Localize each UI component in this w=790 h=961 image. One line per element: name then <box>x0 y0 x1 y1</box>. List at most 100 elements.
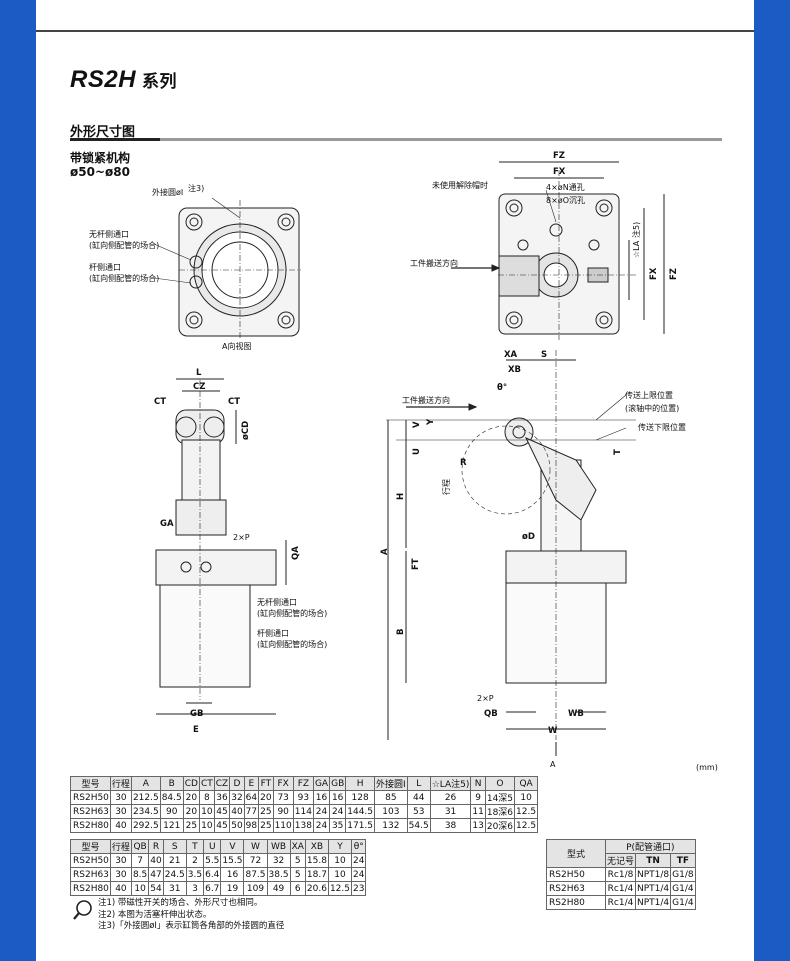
label-work-dir-2: 工件搬送方向 <box>402 395 450 405</box>
col-header: GB <box>329 776 347 791</box>
model-cell: RS2H63 <box>70 867 111 882</box>
table-cell: 36 <box>213 790 231 805</box>
side-view-drawing <box>386 350 636 756</box>
dim-s: S <box>541 350 547 360</box>
table-cell: G1/4 <box>670 895 696 910</box>
note-3: 注3)「外接圆øI」表示缸筒各角部的外接圆的直径 <box>98 921 285 931</box>
col-header: V <box>220 839 245 854</box>
table-cell: 109 <box>243 881 268 896</box>
table-cell: 44 <box>406 790 431 805</box>
dim-gb: GB <box>190 709 203 719</box>
table-cell: 31 <box>429 804 472 819</box>
dim-d: øD <box>522 532 535 542</box>
bore-range: ø50~ø80 <box>70 165 130 179</box>
table-cell: 19 <box>220 881 245 896</box>
label-upper-limit-sub: (滚轴中的位置) <box>625 403 679 413</box>
table-cell: 25 <box>258 818 274 833</box>
spec-table-1: 型号 行程 A B CD CT CZ D E FT FX FZ GA GB H … <box>70 776 539 833</box>
section-rule <box>70 138 722 141</box>
model-cell: RS2H80 <box>70 881 111 896</box>
dimension-drawing: 外接圆øI 注3) 无杆侧通口 (缸向侧配管的场合) 杆侧通口 (缸向侧配管的场… <box>89 151 686 769</box>
table-cell: 35 <box>329 818 347 833</box>
table-cell: 5 <box>289 867 306 882</box>
table-cell: 15.5 <box>220 853 245 868</box>
table-header-row: 型式 P(配管通口) <box>546 839 696 868</box>
table-cell: G1/8 <box>670 867 696 882</box>
col-header: CZ <box>213 776 231 791</box>
col-header: FT <box>258 776 274 791</box>
dim-cd: øCD <box>241 421 251 440</box>
table-cell: 40 <box>109 818 132 833</box>
table-cell: 54.5 <box>406 818 431 833</box>
top-rule <box>36 30 754 32</box>
table-cell: 3 <box>185 881 205 896</box>
table-cell: 114 <box>292 804 314 819</box>
table-cell: 12.5 <box>514 804 539 819</box>
col-header: QA <box>514 776 539 791</box>
table-cell: Rc1/8 <box>604 867 637 882</box>
label-outer-circle: 外接圆øI <box>152 187 183 197</box>
table-cell: 50 <box>229 818 245 833</box>
table-cell: 24 <box>350 853 367 868</box>
dim-ga: GA <box>160 519 174 529</box>
label-rod-port-sub-2: (缸向侧配管的场合) <box>257 639 327 649</box>
dim-l: L <box>196 368 202 378</box>
table-cell: 6 <box>289 881 306 896</box>
table-cell: 292.5 <box>130 818 161 833</box>
dim-qb: QB <box>484 709 498 719</box>
table-cell: 40 <box>229 804 245 819</box>
dim-theta: θ° <box>497 383 507 393</box>
model-cell: RS2H50 <box>70 853 111 868</box>
table-cell: 30 <box>109 804 132 819</box>
table-cell: 84.5 <box>159 790 184 805</box>
table-cell: 10 <box>327 853 352 868</box>
model-cell: RS2H80 <box>546 895 606 910</box>
col-header: D <box>229 776 245 791</box>
col-header: QB <box>130 839 150 854</box>
table-cell: 16 <box>329 790 347 805</box>
table-header-row: 型号 行程 A B CD CT CZ D E FT FX FZ GA GB H … <box>70 776 539 791</box>
col-header: B <box>159 776 184 791</box>
table-cell: 138 <box>292 818 314 833</box>
table-cell: 24.5 <box>162 867 187 882</box>
drawing-text: 外接圆øI 注3) 无杆侧通口 (缸向侧配管的场合) 杆侧通口 (缸向侧配管的场… <box>89 151 686 769</box>
col-header: 型号 <box>70 839 111 854</box>
table-cell: 110 <box>272 818 294 833</box>
dim-v: V <box>412 421 422 428</box>
section-title: 外形尺寸图 <box>70 125 136 140</box>
table-cell: 98 <box>243 818 260 833</box>
table-cell: 32 <box>229 790 245 805</box>
table-cell: 38 <box>429 818 472 833</box>
table-cell: 47 <box>148 867 164 882</box>
col-header: U <box>203 839 222 854</box>
label-stroke: 行程 <box>441 479 451 495</box>
notes: 注1) 带磁性开关的场合、外形尺寸也相同。 注2) 本图为活塞杆伸出状态。 注3… <box>98 898 284 933</box>
col-header: FZ <box>292 776 314 791</box>
table-cell: 8.5 <box>130 867 150 882</box>
col-header: XB <box>304 839 329 854</box>
table-cell: 103 <box>374 804 408 819</box>
col-header-model: 型式 <box>546 839 606 868</box>
dim-ct-left: CT <box>154 397 166 407</box>
table-cell: 10 <box>514 790 539 805</box>
table-cell: 23 <box>350 881 367 896</box>
label-note5: 注5) <box>631 222 641 238</box>
label-rodless-port-sub-2: (缸向侧配管的场合) <box>257 608 327 618</box>
table-cell: 54 <box>148 881 164 896</box>
col-header-port: P(配管通口) <box>605 839 696 854</box>
table-cell: 24 <box>329 804 347 819</box>
label-view-a: A向视图 <box>222 341 251 351</box>
table-cell: 25 <box>258 804 274 819</box>
dim-t: T <box>613 449 623 455</box>
table-cell: 26 <box>429 790 472 805</box>
table-cell: NPT1/8 <box>635 867 672 882</box>
table-cell: 24 <box>350 867 367 882</box>
table-cell: 49 <box>266 881 291 896</box>
table-cell: 24 <box>312 804 331 819</box>
label-rod-port-2: 杆侧通口 <box>257 628 289 638</box>
col-header: H <box>345 776 376 791</box>
